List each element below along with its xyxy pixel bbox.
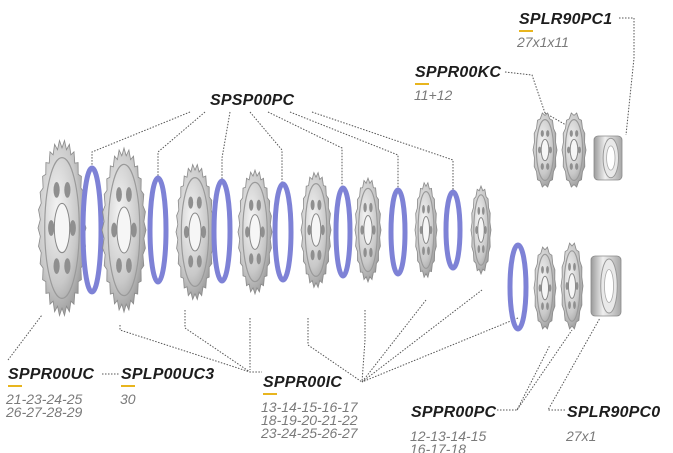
label-sppr00pc: SPPR00PC [411, 404, 497, 421]
spacer-6 [388, 187, 408, 277]
label-splr90pc0: SPLR90PC0 [567, 404, 661, 421]
lockring-bottom [590, 255, 622, 317]
sprocket-12b [533, 246, 557, 330]
label-sppr00ic: SPPR00IC [263, 374, 342, 395]
sizes-sppr00ic: 13-14-15-16-17 18-19-20-21-22 23-24-25-2… [261, 399, 358, 441]
spacer-7 [443, 189, 463, 271]
sprocket-28 [101, 146, 147, 314]
sprocket-25 [175, 163, 215, 301]
spacer-8 [507, 242, 529, 332]
label-splp00uc3: SPLP00UC3 [121, 366, 214, 387]
spacer-3 [211, 178, 233, 284]
spacer-5 [333, 185, 353, 279]
label-sppr00uc: SPPR00UC [8, 366, 94, 387]
spacer-1 [80, 165, 104, 295]
sizes-splr90pc1: 27x1x11 [517, 34, 569, 50]
spacer-4 [272, 181, 294, 283]
sizes-splp00uc3: 30 [120, 391, 136, 407]
sprocket-22 [237, 168, 273, 296]
label-sppr00kc: SPPR00KC [415, 64, 501, 85]
sizes-sppr00uc: 21-23-24-25 26-27-28-29 [6, 391, 83, 420]
label-spsp00pc: SPSP00PC [210, 92, 295, 109]
sizes-sppr00kc: 11+12 [414, 87, 453, 103]
sprocket-20 [300, 171, 332, 289]
lockring-top [593, 135, 623, 181]
spacer-2 [147, 175, 169, 285]
sprocket-12 [561, 112, 587, 188]
sprocket-11 [532, 112, 558, 188]
sprocket-13b [560, 242, 584, 330]
sprocket-14 [470, 184, 492, 276]
sizes-sppr00pc: 12-13-14-15 16-17-18 [410, 428, 487, 453]
sprocket-30 [37, 139, 87, 317]
sizes-splr90pc0: 27x1 [566, 428, 597, 444]
sprocket-18 [354, 176, 382, 284]
sprocket-16 [414, 181, 438, 279]
label-splr90pc1: SPLR90PC1 [519, 11, 612, 32]
cassette-parts [37, 112, 623, 332]
